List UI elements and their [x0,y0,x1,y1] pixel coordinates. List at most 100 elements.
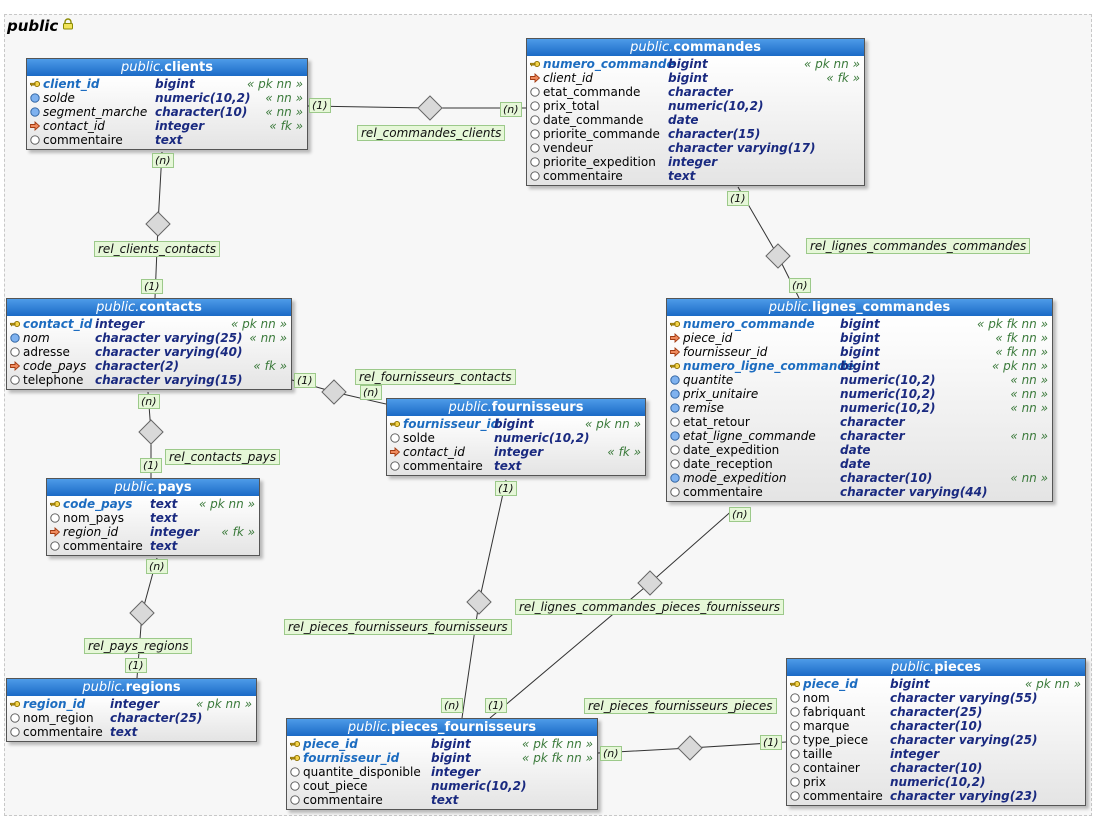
relation-diamond[interactable] [321,379,347,405]
relation-label[interactable]: rel_pieces_fournisseurs_pieces [584,698,777,714]
column-flags: « nn » [1010,429,1048,443]
column-name: etat_retour [683,415,750,429]
relation-line[interactable] [307,105,526,109]
relation-diamond[interactable] [138,419,164,445]
relation-label[interactable]: rel_pieces_fournisseurs_fournisseurs [284,619,512,635]
primary-key-icon [790,680,800,688]
relation-diamond[interactable] [145,211,171,237]
relation-label[interactable]: rel_commandes_clients [357,125,506,141]
table-header[interactable]: public.contacts [7,299,291,316]
table-header[interactable]: public.pieces_fournisseurs [287,719,597,736]
column-flags: « nn » [265,91,303,105]
relation-diamond[interactable] [765,243,791,269]
table-header[interactable]: public.clients [27,59,307,76]
relation-diamond[interactable] [637,570,663,596]
relation-diamond[interactable] [417,95,443,121]
relation-label[interactable]: rel_fournisseurs_contacts [355,369,516,385]
table-header[interactable]: public.regions [7,679,256,696]
relation-label[interactable]: rel_clients_contacts [94,241,221,257]
column-icon [530,101,540,111]
table-header[interactable]: public.pieces [787,659,1085,676]
relation-label[interactable]: rel_lignes_commandes_pieces_fournisseurs [515,599,784,615]
table-header[interactable]: public.lignes_commandes [667,299,1052,316]
table-header[interactable]: public.commandes [527,39,864,56]
table-name: lignes_commandes [812,300,951,315]
relation-label[interactable]: rel_lignes_commandes_commandes [806,238,1031,254]
relation-label[interactable]: rel_pays_regions [84,638,193,654]
relation-diamond[interactable] [129,600,155,626]
table-header[interactable]: public.pays [47,479,259,496]
table-header[interactable]: public.fournisseurs [387,399,645,416]
relation-diamond[interactable] [677,735,703,761]
relation-label[interactable]: rel_contacts_pays [165,449,281,465]
relation-diamond[interactable] [466,589,492,615]
